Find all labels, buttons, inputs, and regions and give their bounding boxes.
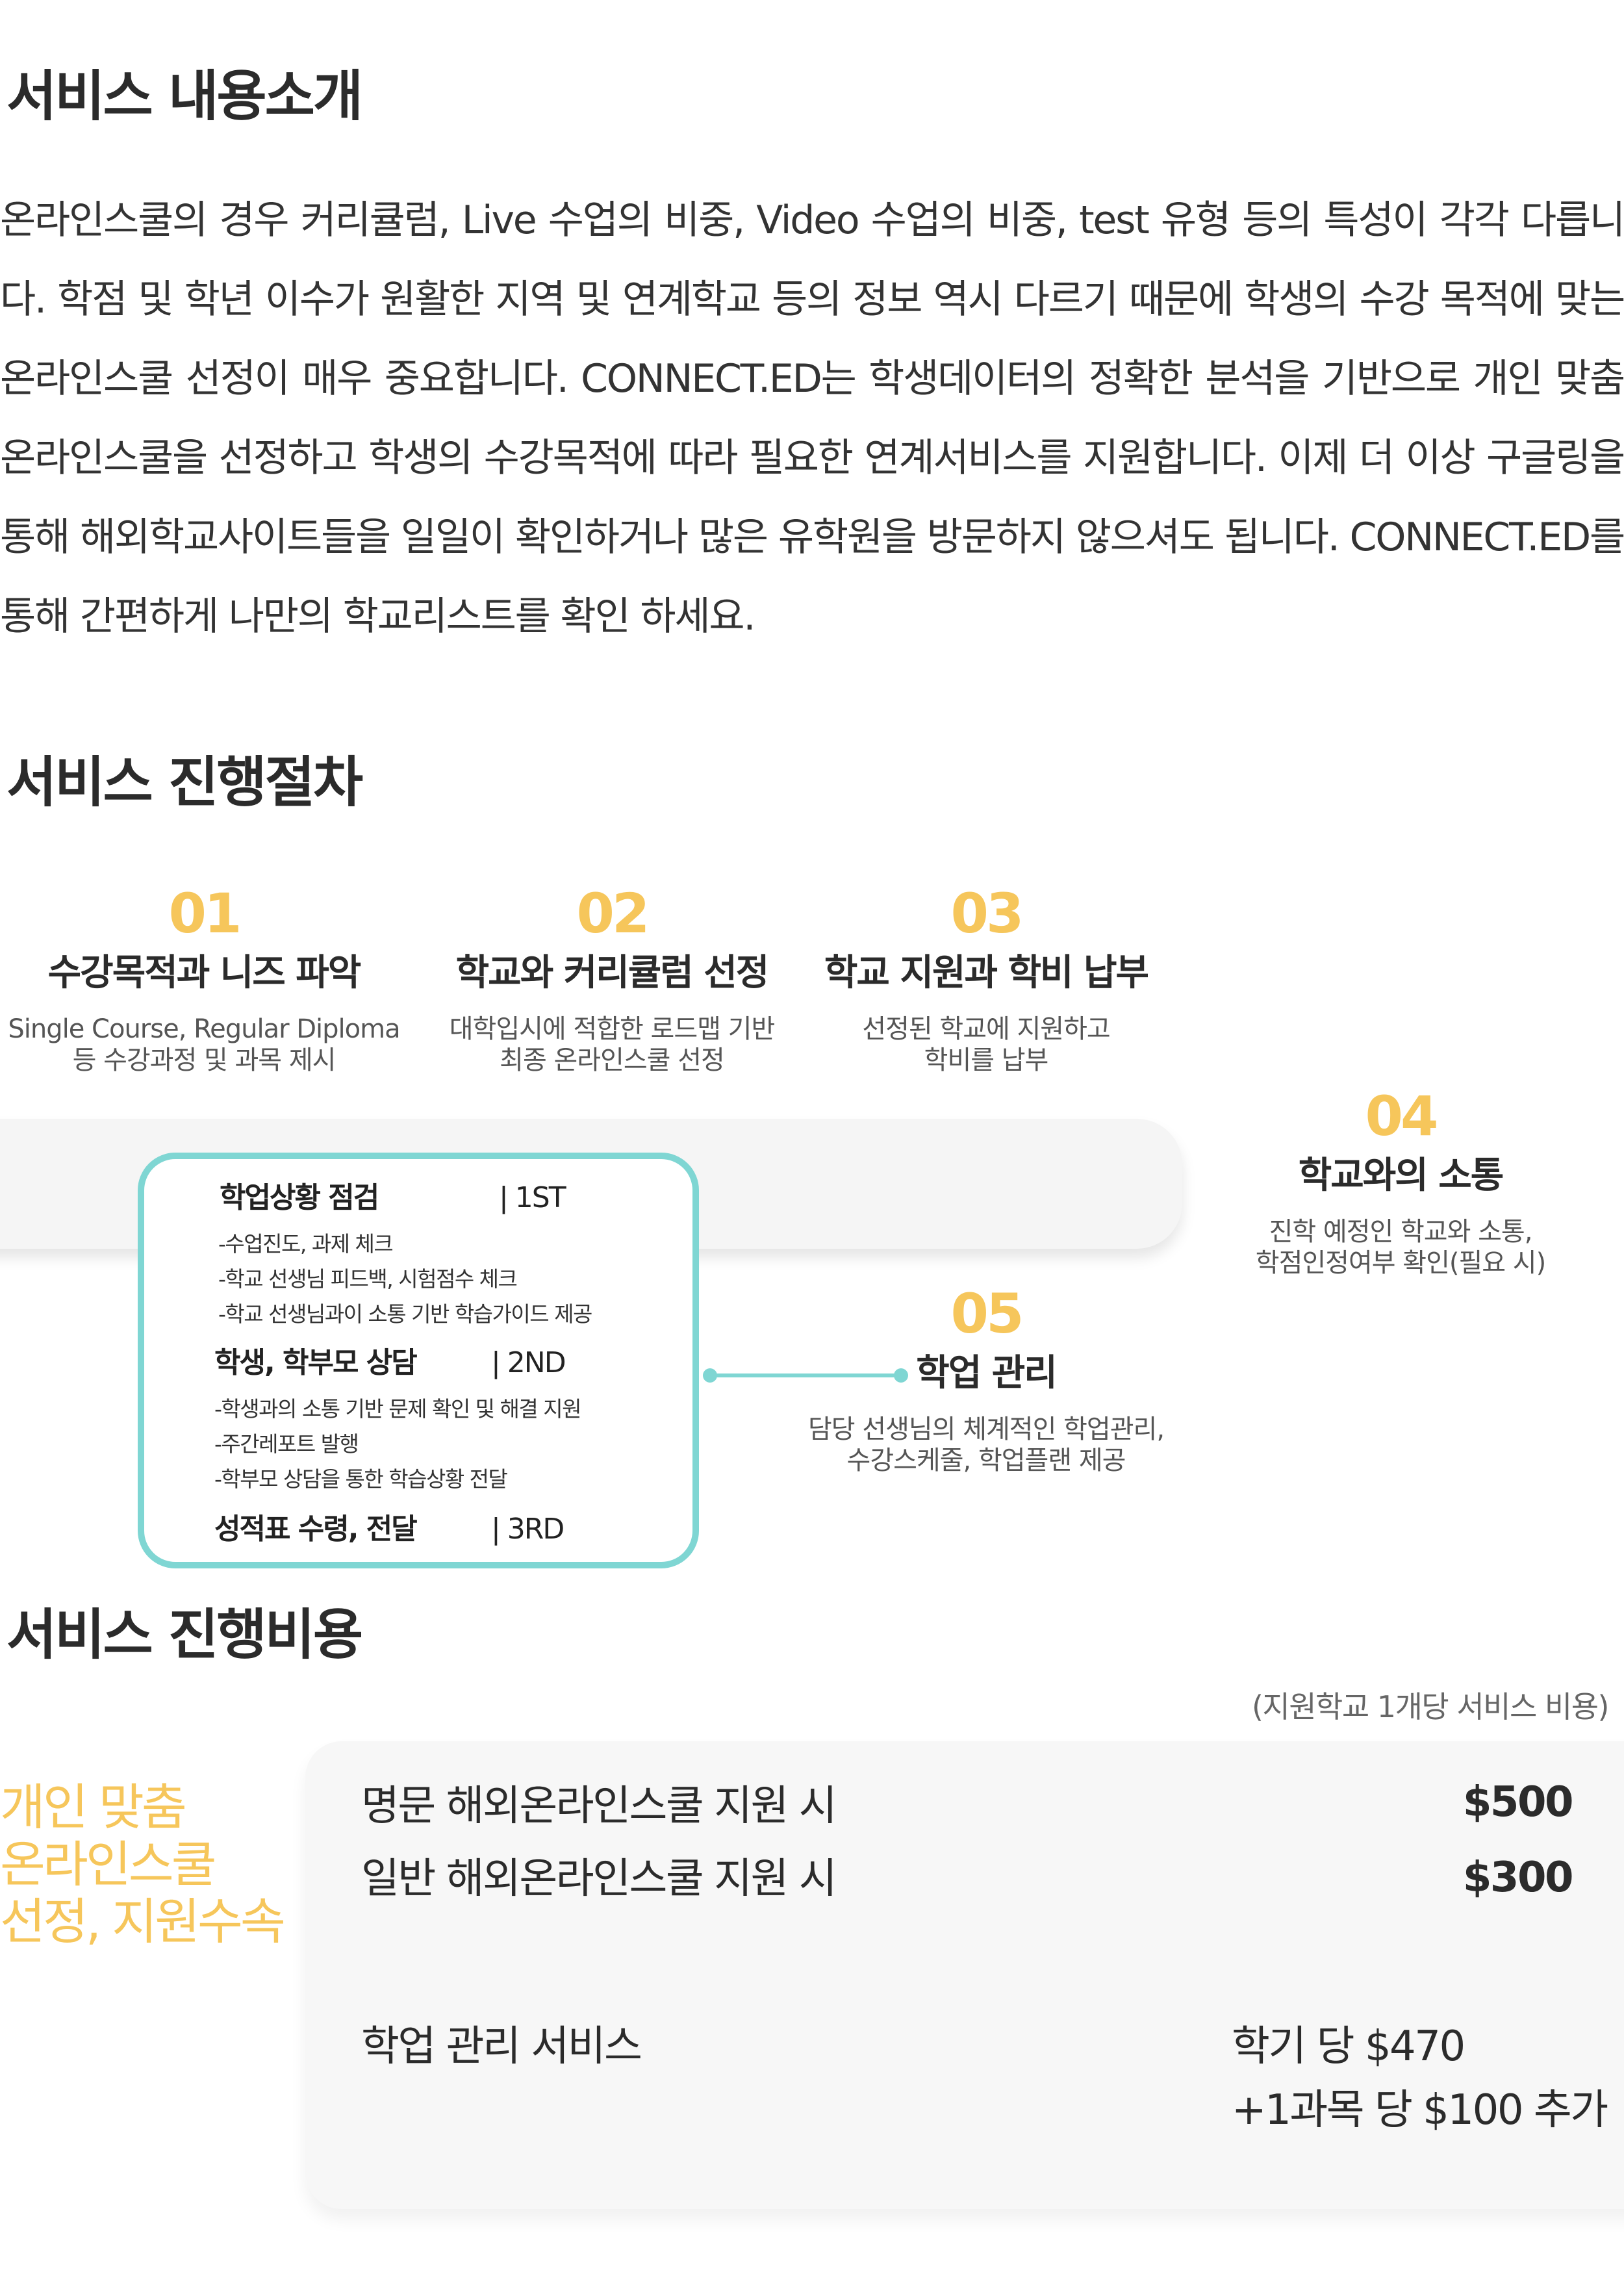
step-number: 01 xyxy=(168,882,242,945)
step-number: 03 xyxy=(950,882,1024,945)
process-step-03: 03 학교 지원과 학비 납부 선정된 학교에 지원하고 학비를 납부 xyxy=(772,886,1200,1076)
side-title-line: 온라인스쿨 xyxy=(0,1835,217,1893)
side-title-line: 개인 맞춤 xyxy=(0,1778,187,1836)
price-box xyxy=(305,1741,1624,2209)
stage-title-1: 학업상황 점검 xyxy=(220,1181,379,1214)
connector-dot-end xyxy=(894,1368,908,1383)
stage-item: -학부모 상담을 통한 학습상황 전달 xyxy=(214,1466,508,1492)
step-number: 05 xyxy=(950,1282,1024,1346)
step-description-line: 등 수강과정 및 과목 제시 xyxy=(72,1045,336,1075)
step-description-line: 학비를 납부 xyxy=(924,1045,1049,1075)
step-title: 학교 지원과 학비 납부 xyxy=(824,952,1149,994)
step-title: 학교와 커리큘럼 선정 xyxy=(455,952,770,994)
stage-title-3: 성적표 수령, 전달 xyxy=(214,1513,418,1546)
step-title: 학교와의 소통 xyxy=(1298,1155,1504,1197)
cost-title: 서비스 진행비용 xyxy=(6,1603,363,1667)
stage-tag-2: | 2ND xyxy=(491,1346,566,1379)
step-description: 담당 선생님의 체계적인 학업관리, 수강스케줄, 학업플랜 제공 xyxy=(772,1414,1200,1476)
connector-dot-start xyxy=(703,1368,717,1383)
management-stages-card: 학업상황 점검 | 1ST -수업진도, 과제 체크 -학교 선생님 피드백, … xyxy=(138,1153,699,1568)
intro-title: 서비스 내용소개 xyxy=(6,64,363,128)
price-value-management-semester: 학기 당 $470 xyxy=(1232,2023,1465,2071)
process-step-01: 01 수강목적과 니즈 파악 Single Course, Regular Di… xyxy=(0,886,418,1076)
price-label-general: 일반 해외온라인스쿨 지원 시 xyxy=(361,1855,837,1903)
price-value-management-extra: +1과목 당 $100 추가 xyxy=(1232,2086,1608,2134)
stage-item: -학생과의 소통 기반 문제 확인 및 해결 지원 xyxy=(214,1396,581,1422)
step-number: 02 xyxy=(576,882,650,945)
price-label-premium: 명문 해외온라인스쿨 지원 시 xyxy=(361,1782,837,1830)
price-value-premium: $500 xyxy=(1462,1778,1574,1826)
step-description-line: 대학입시에 적합한 로드맵 기반 xyxy=(449,1014,776,1044)
stage-item: -학교 선생님 피드백, 시험점수 체크 xyxy=(218,1266,518,1292)
cost-side-title: 개인 맞춤 온라인스쿨 선정, 지원수속 xyxy=(0,1779,286,1950)
step-description-line: 수강스케줄, 학업플랜 제공 xyxy=(846,1446,1126,1476)
step-description: Single Course, Regular Diploma 등 수강과정 및 … xyxy=(0,1014,418,1076)
intro-paragraph: 온라인스쿨의 경우 커리큘럼, Live 수업의 비중, Video 수업의 비… xyxy=(0,198,1624,639)
stage-tag-3: | 3RD xyxy=(491,1513,565,1546)
step-title: 학업 관리 xyxy=(916,1352,1058,1394)
process-title: 서비스 진행절차 xyxy=(6,750,363,814)
step-description-line: 선정된 학교에 지원하고 xyxy=(862,1014,1110,1044)
stage-tag-1: | 1ST xyxy=(499,1181,566,1214)
stage-title-2: 학생, 학부모 상담 xyxy=(214,1346,418,1379)
step-description: 대학입시에 적합한 로드맵 기반 최종 온라인스쿨 선정 xyxy=(398,1014,826,1076)
stage-item: -주간레포트 발행 xyxy=(214,1431,359,1457)
stage-item: -학교 선생님과이 소통 기반 학습가이드 제공 xyxy=(218,1301,592,1327)
process-step-05: 05 학업 관리 담당 선생님의 체계적인 학업관리, 수강스케줄, 학업플랜 … xyxy=(772,1286,1200,1476)
step-description-line: 진학 예정인 학교와 소통, xyxy=(1269,1217,1533,1247)
step-title: 수강목적과 니즈 파악 xyxy=(47,952,362,994)
step-description-line: 학점인정여부 확인(필요 시) xyxy=(1255,1248,1546,1278)
step-number: 04 xyxy=(1365,1084,1439,1148)
price-value-general: $300 xyxy=(1462,1854,1574,1902)
step-description-line: 담당 선생님의 체계적인 학업관리, xyxy=(807,1414,1165,1444)
step-description: 선정된 학교에 지원하고 학비를 납부 xyxy=(772,1014,1200,1076)
stage-item: -수업진도, 과제 체크 xyxy=(218,1231,394,1257)
process-step-02: 02 학교와 커리큘럼 선정 대학입시에 적합한 로드맵 기반 최종 온라인스쿨… xyxy=(398,886,826,1076)
step-description: 진학 예정인 학교와 소통, 학점인정여부 확인(필요 시) xyxy=(1186,1216,1615,1279)
step-description-line: 최종 온라인스쿨 선정 xyxy=(500,1045,725,1075)
connector-line xyxy=(709,1373,900,1377)
cost-note: (지원학교 1개당 서비스 비용) xyxy=(1251,1689,1610,1724)
step-description-line: Single Course, Regular Diploma xyxy=(8,1014,400,1044)
process-step-04: 04 학교와의 소통 진학 예정인 학교와 소통, 학점인정여부 확인(필요 시… xyxy=(1186,1089,1615,1279)
price-label-management: 학업 관리 서비스 xyxy=(361,2023,642,2071)
side-title-line: 선정, 지원수속 xyxy=(0,1893,286,1950)
